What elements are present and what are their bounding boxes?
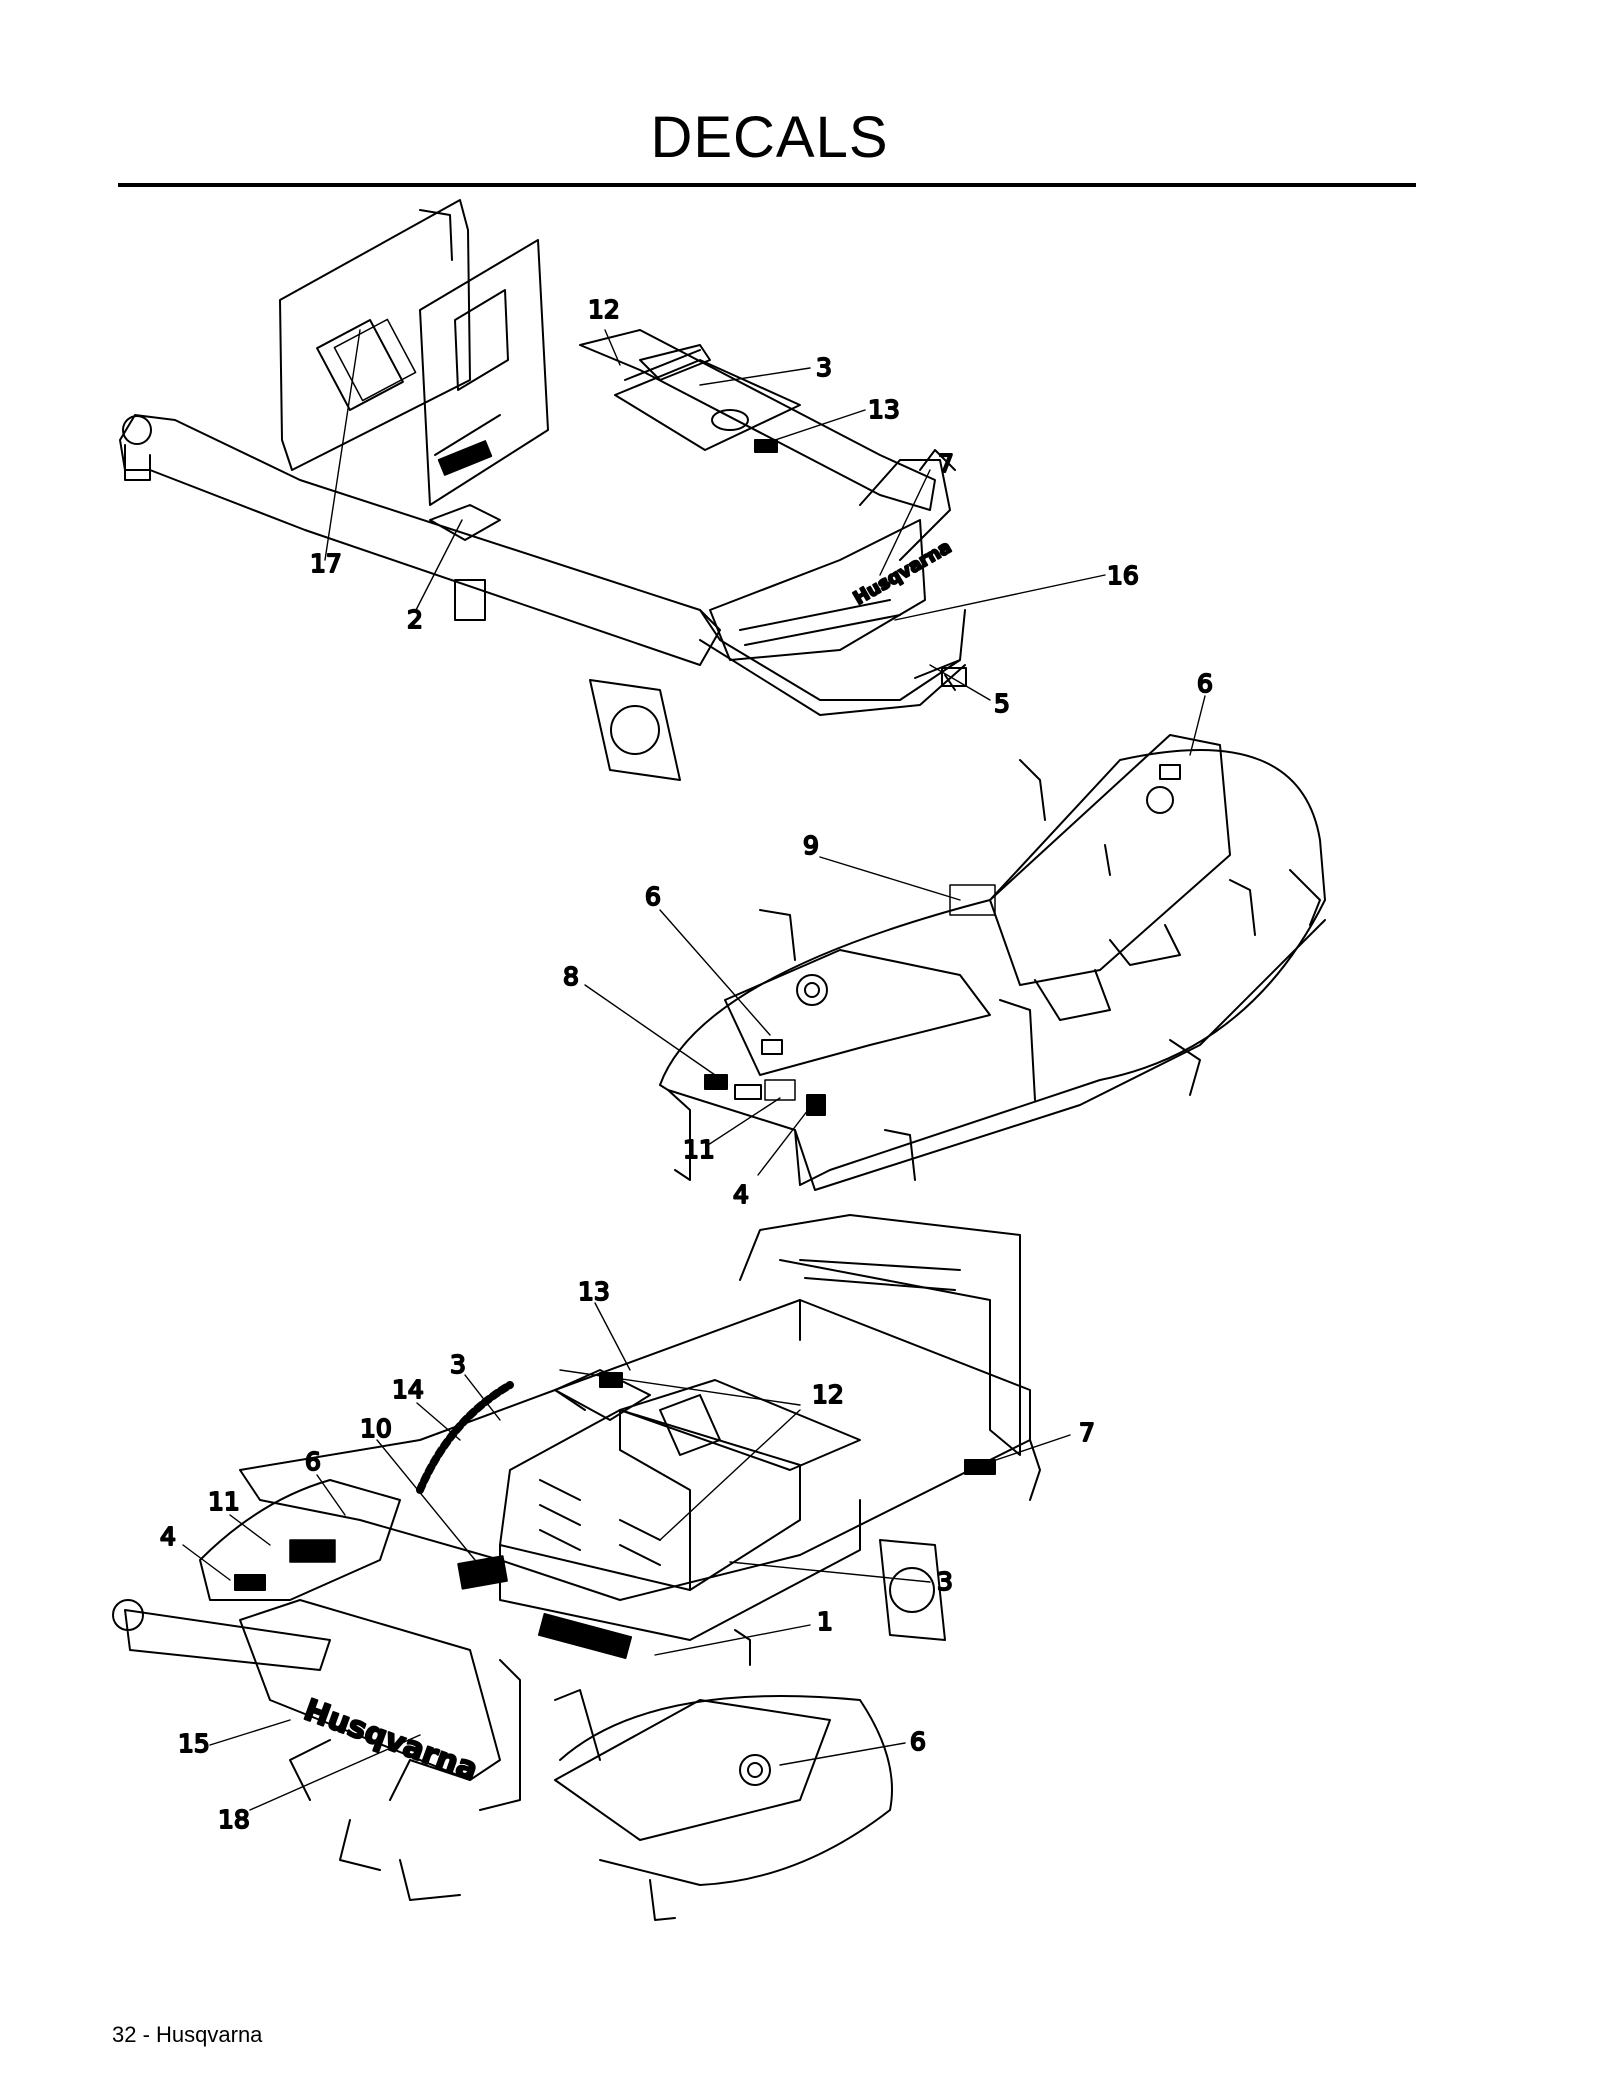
deck-callout-9: 9 bbox=[803, 831, 819, 860]
assembly-brand-text: Husqvarna bbox=[299, 1693, 482, 1788]
assembly-figure: Husqvarna bbox=[112, 1214, 1041, 1921]
assembly-callout-10: 10 bbox=[360, 1414, 392, 1443]
assembly-callout-4: 4 bbox=[160, 1522, 176, 1551]
assembly-callout-3a: 3 bbox=[450, 1350, 466, 1379]
frame-callout-12: 12 bbox=[588, 295, 620, 324]
assembly-callout-11: 11 bbox=[208, 1487, 240, 1516]
title-rule bbox=[118, 183, 1416, 187]
assembly-callout-3b: 3 bbox=[937, 1567, 953, 1596]
frame-callout-7: 7 bbox=[938, 449, 954, 478]
assembly-callout-18: 18 bbox=[218, 1805, 250, 1834]
assembly-callout-15: 15 bbox=[178, 1729, 210, 1758]
assembly-callout-1: 1 bbox=[817, 1607, 833, 1636]
frame-callout-16: 16 bbox=[1107, 561, 1139, 590]
frame-callout-17: 17 bbox=[310, 549, 342, 578]
deck-callout-8: 8 bbox=[563, 962, 579, 991]
assembly-callout-13: 13 bbox=[578, 1277, 610, 1306]
frame-callout-5: 5 bbox=[994, 689, 1010, 718]
deck-callout-6b: 6 bbox=[645, 882, 661, 911]
assembly-callout-14: 14 bbox=[392, 1375, 424, 1404]
deck-callout-11: 11 bbox=[683, 1135, 715, 1164]
frame-callout-2: 2 bbox=[407, 605, 423, 634]
assembly-callout-7: 7 bbox=[1079, 1418, 1095, 1447]
deck-callout-6a: 6 bbox=[1197, 669, 1213, 698]
frame-callouts: 12 3 13 7 16 5 17 2 bbox=[309, 294, 1140, 719]
assembly-leaders bbox=[182, 1302, 1071, 1811]
page-footer: 32 - Husqvarna bbox=[112, 2022, 263, 2047]
assembly-callout-6a: 6 bbox=[305, 1447, 321, 1476]
assembly-callouts: 13 3 14 12 10 6 11 4 7 3 1 15 6 18 bbox=[159, 1276, 1096, 1835]
deck-figure bbox=[659, 734, 1326, 1191]
assembly-callout-6b: 6 bbox=[910, 1727, 926, 1756]
deck-callouts: 6 9 6 8 11 4 bbox=[562, 668, 1214, 1210]
assembly-callout-12: 12 bbox=[812, 1380, 844, 1409]
deck-callout-4: 4 bbox=[733, 1180, 749, 1209]
frame-callout-13: 13 bbox=[868, 395, 900, 424]
deck-leaders bbox=[584, 695, 1206, 1176]
frame-callout-3: 3 bbox=[816, 353, 832, 382]
frame-leaders bbox=[324, 329, 1106, 701]
page-title: DECALS bbox=[650, 105, 889, 170]
frame-figure: Husqvarna bbox=[119, 199, 967, 781]
